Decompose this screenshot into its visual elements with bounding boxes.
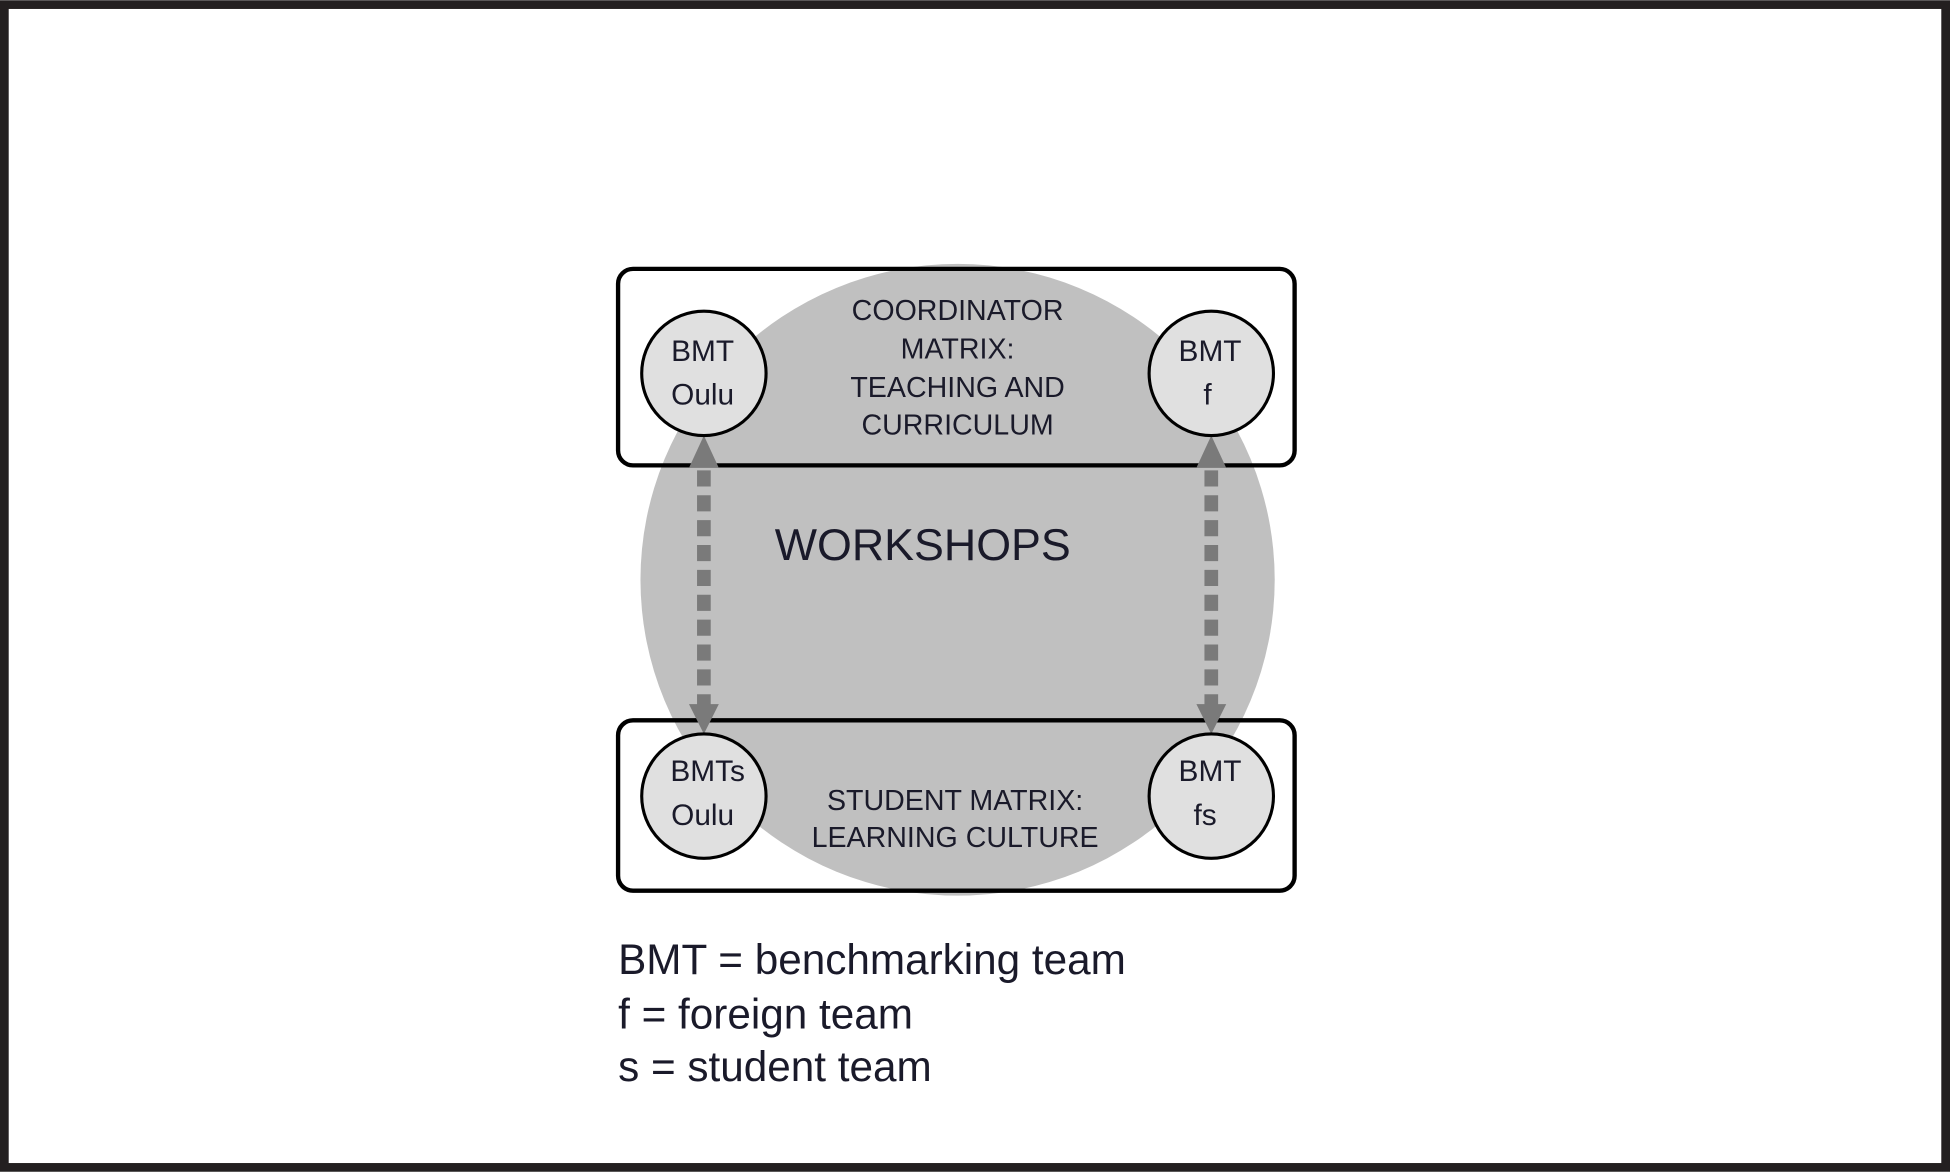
student-matrix-box — [615, 718, 1297, 893]
arrow-left — [688, 435, 719, 734]
top-box-line: COORDINATOR — [852, 295, 1064, 327]
svg-text:BMTs: BMTs — [670, 755, 745, 788]
coordinator-matrix-box — [615, 266, 1297, 468]
svg-text:BMT: BMT — [1179, 335, 1242, 368]
top-box-line: CURRICULUM — [861, 409, 1053, 441]
workshops-label: WORKSHOPS — [775, 520, 1071, 570]
top-box-line: TEACHING AND — [850, 372, 1064, 404]
legend-f: f = foreign team — [618, 991, 913, 1038]
legend-bmt: BMT = benchmarking team — [618, 936, 1126, 983]
node-bmt-f: BMT f — [1147, 309, 1276, 438]
bottom-box-line: STUDENT MATRIX: — [827, 785, 1083, 817]
node-bmt-fs: BMT fs — [1147, 732, 1276, 860]
workshops-circle — [640, 263, 1275, 896]
bottom-box-line: LEARNING CULTURE — [812, 822, 1099, 854]
svg-text:f: f — [1203, 378, 1212, 411]
svg-text:fs: fs — [1193, 799, 1216, 832]
svg-text:Oulu: Oulu — [671, 378, 734, 411]
arrow-right — [1196, 435, 1227, 734]
node-bmts-oulu: BMTs Oulu — [640, 732, 768, 860]
svg-text:Oulu: Oulu — [671, 799, 734, 832]
legend-s: s = student team — [618, 1043, 932, 1090]
svg-text:BMT: BMT — [671, 335, 734, 368]
node-bmt-oulu: BMT Oulu — [640, 309, 768, 438]
top-box-line: MATRIX: — [901, 333, 1015, 365]
svg-text:BMT: BMT — [1179, 755, 1242, 788]
